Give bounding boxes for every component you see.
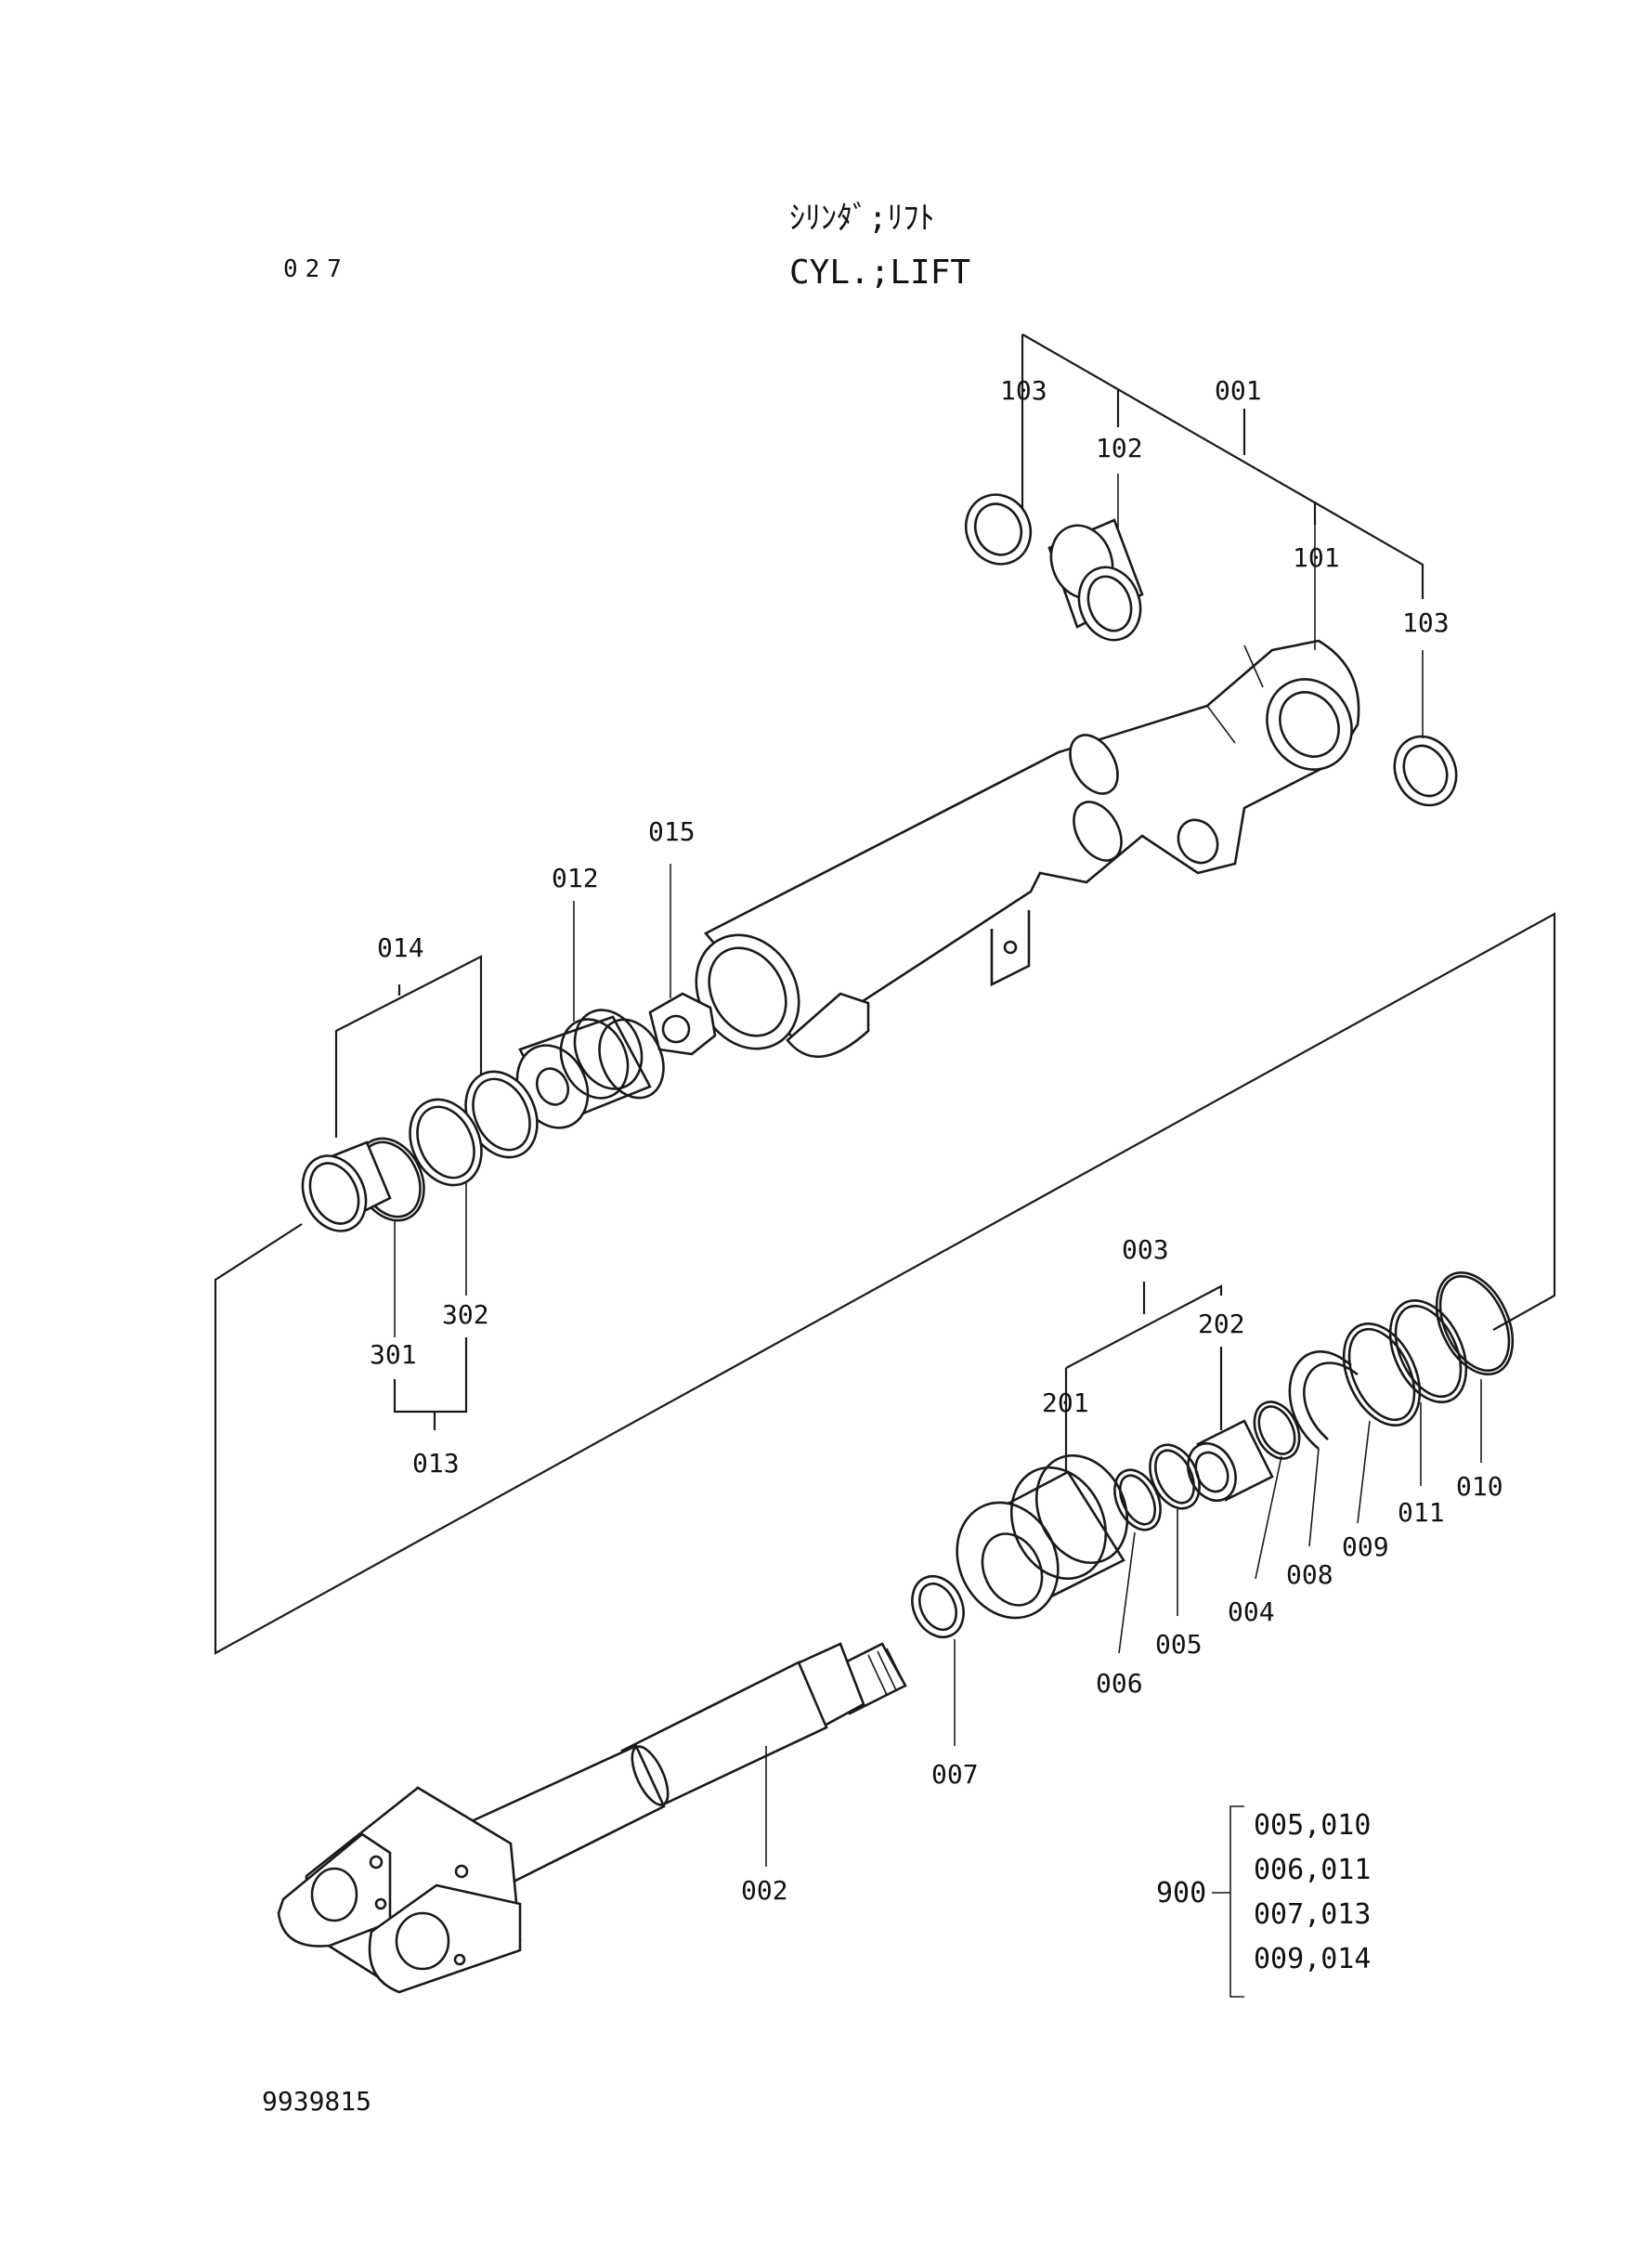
part-label: 006 — [1096, 1668, 1143, 1699]
leader-008 — [1308, 1448, 1320, 1547]
ring-010 — [1435, 1270, 1515, 1376]
bracket-013 — [393, 1337, 468, 1430]
bushing-102 — [1047, 518, 1144, 642]
bushing-202 — [1187, 1419, 1274, 1503]
part-label: 010 — [1456, 1471, 1503, 1502]
leader-004 — [1255, 1455, 1282, 1580]
part-label: 103 — [1000, 375, 1047, 406]
clevis — [277, 1786, 522, 1994]
part-label: 001 — [1215, 375, 1262, 406]
part-label: 007 — [931, 1759, 979, 1790]
part-label: 301 — [370, 1339, 417, 1370]
part-label: 101 — [1293, 542, 1340, 573]
ring-011 — [1388, 1298, 1468, 1404]
ring-004 — [1253, 1401, 1301, 1460]
part-label: 015 — [648, 816, 696, 847]
kit-item: 005,010 — [1254, 1809, 1371, 1842]
bracket-014 — [334, 955, 483, 1138]
title-japanese: ｼﾘﾝﾀﾞ;ﾘﾌﾄ — [789, 200, 934, 237]
part-label: 009 — [1342, 1531, 1389, 1562]
ring-103-left — [964, 493, 1033, 566]
ring-103-right — [1393, 735, 1458, 807]
cylinder-tube — [695, 639, 1360, 1059]
kit-item: 007,013 — [1254, 1898, 1371, 1931]
kit-item: 006,011 — [1254, 1854, 1371, 1886]
seal-007 — [911, 1574, 965, 1639]
ring-008 — [1288, 1350, 1359, 1450]
group-enclosure-outline — [214, 912, 1556, 1655]
document-number: 9939815 — [262, 2086, 371, 2117]
part-label: 004 — [1228, 1596, 1275, 1627]
seal-005 — [1149, 1443, 1201, 1510]
part-label: 103 — [1402, 607, 1450, 638]
part-label: 002 — [741, 1875, 788, 1906]
kit-item: 009,014 — [1254, 1943, 1371, 1975]
page-number: 027 — [283, 255, 349, 283]
part-label: 202 — [1198, 1309, 1245, 1339]
title-english: CYL.;LIFT — [789, 254, 970, 292]
part-label: 011 — [1398, 1497, 1445, 1528]
part-label: 012 — [552, 863, 599, 893]
ring-009 — [1342, 1322, 1422, 1427]
part-label: 003 — [1122, 1234, 1169, 1265]
part-label: 013 — [412, 1448, 460, 1479]
piston-rod-002 — [472, 1642, 907, 1887]
part-label: 102 — [1096, 433, 1143, 463]
kit-label: 900 — [1156, 1877, 1206, 1909]
part-label: 008 — [1286, 1559, 1333, 1590]
ring-302 — [409, 1098, 483, 1187]
part-label: 201 — [1042, 1388, 1089, 1418]
bracket-003 — [1064, 1282, 1223, 1500]
seal-006 — [1113, 1468, 1162, 1531]
piston-seal-ring — [464, 1070, 539, 1159]
leader-006 — [1118, 1531, 1136, 1654]
leader-009 — [1357, 1420, 1371, 1524]
rod-head-201 — [956, 1453, 1129, 1620]
part-label: 014 — [377, 932, 424, 963]
part-label: 302 — [442, 1299, 489, 1330]
wear-ring-014 — [301, 1140, 392, 1232]
seal-kit-900: 900 005,010 006,011 007,013 009,014 — [1156, 1805, 1371, 1998]
part-label: 005 — [1155, 1629, 1203, 1660]
